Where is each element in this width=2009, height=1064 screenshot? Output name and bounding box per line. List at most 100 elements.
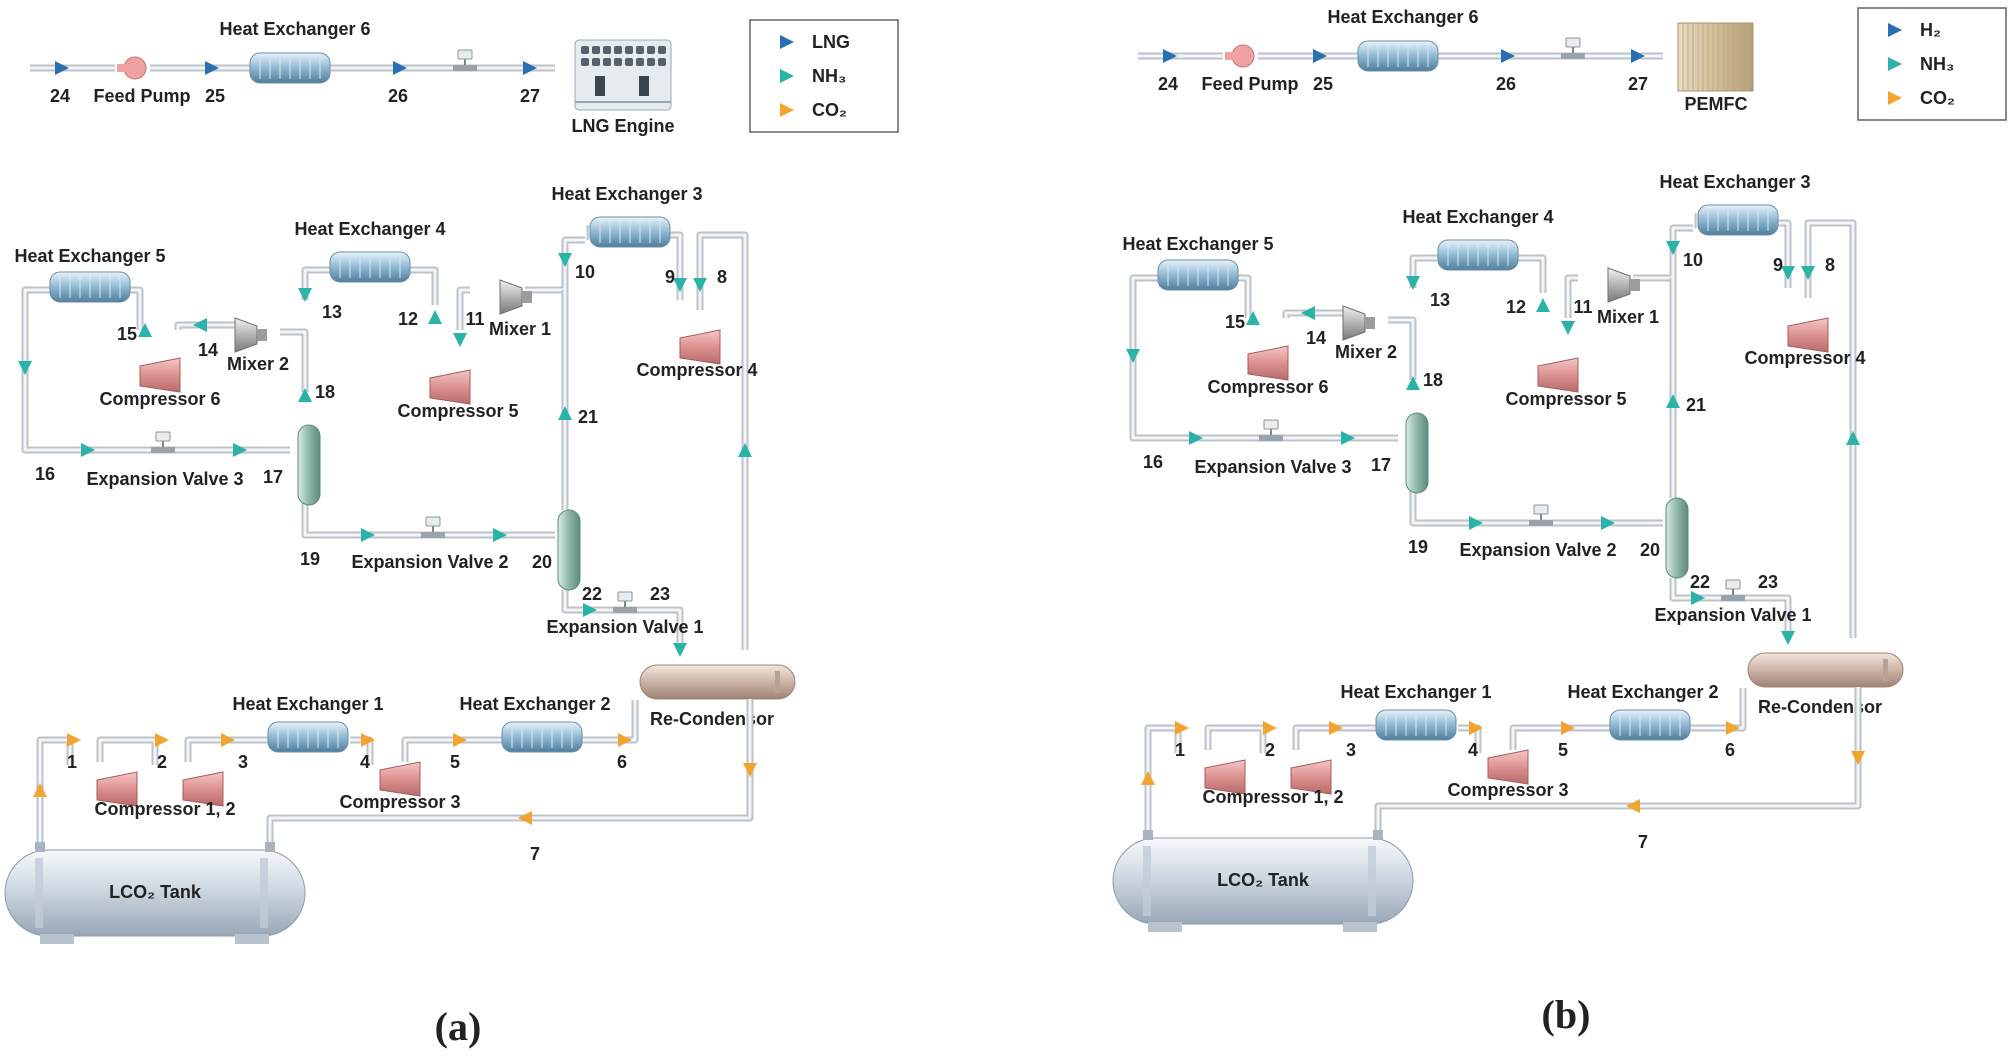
flow-arrow-icon <box>193 318 207 332</box>
flow-arrow-icon <box>1406 376 1420 390</box>
hx3-label: Heat Exchanger 3 <box>551 184 702 204</box>
co2-pipe <box>96 736 159 765</box>
hx5-label: Heat Exchanger 5 <box>1122 234 1273 254</box>
flow-arrow-icon <box>1329 721 1343 735</box>
stream-6-label: 6 <box>1725 740 1735 760</box>
mixer-icon <box>499 279 523 315</box>
stream-2-label: 2 <box>157 752 167 772</box>
stream-1-label: 1 <box>67 752 77 772</box>
nh3-pipe <box>696 231 749 650</box>
nh3-pipe <box>301 495 555 539</box>
flow-arrow-icon <box>453 733 467 747</box>
ev1-label: Expansion Valve 1 <box>546 617 703 637</box>
stream-1-label: 1 <box>1175 740 1185 760</box>
stream-18-label: 18 <box>315 382 335 402</box>
stream-19-label: 19 <box>300 549 320 569</box>
flow-arrow-icon <box>780 35 794 49</box>
engine-cylinder <box>625 46 633 54</box>
engine-cylinder <box>581 58 589 66</box>
flow-arrow-icon <box>1469 516 1483 530</box>
stream-17-label: 17 <box>263 467 283 487</box>
flow-arrow-icon <box>673 643 687 657</box>
hx1-label: Heat Exchanger 1 <box>1340 682 1491 702</box>
flow-arrow-icon <box>361 528 375 542</box>
engine-cylinder <box>636 58 644 66</box>
stream-12-label: 12 <box>398 309 418 329</box>
hx1-label: Heat Exchanger 1 <box>232 694 383 714</box>
nh3-pipe-core <box>1566 276 1578 318</box>
flow-arrow-icon <box>738 443 752 457</box>
re-condensor-icon <box>1747 652 1904 688</box>
nh3-pipe-core <box>176 323 240 330</box>
flow-arrow-icon <box>221 733 235 747</box>
stream-15-label: 15 <box>1225 312 1245 332</box>
tank-nozzle <box>35 842 45 852</box>
flow-arrow-icon <box>493 528 507 542</box>
nh3-pipe-core <box>698 233 747 650</box>
flow-arrow-icon <box>780 69 794 83</box>
fuel-device-label: LNG Engine <box>572 116 675 136</box>
stream-5-label: 5 <box>1558 740 1568 760</box>
flow-arrow-icon <box>1163 49 1177 63</box>
co2-pipe <box>1204 724 1267 753</box>
tank-nozzle <box>1143 830 1153 840</box>
engine-cylinder <box>658 58 666 66</box>
flow-arrow-icon <box>1313 49 1327 63</box>
lco2-tank-icon <box>1112 837 1414 925</box>
compressor-icon <box>182 771 224 807</box>
legend-label-0: H₂ <box>1920 20 1941 40</box>
stream-8-label: 8 <box>717 267 727 287</box>
tank-nozzle <box>265 842 275 852</box>
flow-arrow-icon <box>1126 349 1140 363</box>
hx4-label: Heat Exchanger 4 <box>294 219 445 239</box>
compressor-4-label: Compressor 4 <box>1744 348 1865 368</box>
flow-arrow-icon <box>205 61 219 75</box>
stream-3-label: 3 <box>238 752 248 772</box>
flow-arrow-icon <box>558 253 572 267</box>
flow-arrow-icon <box>583 603 597 617</box>
stream-11-label: 11 <box>1573 297 1592 317</box>
flow-arrow-icon <box>138 323 152 337</box>
stream-25-label: 25 <box>1313 74 1333 94</box>
flow-arrow-icon <box>1888 57 1902 71</box>
nh3-pipe <box>1804 219 1857 638</box>
tank-band <box>1143 846 1151 916</box>
legend-label-2: CO₂ <box>812 100 847 120</box>
pump-inlet <box>117 64 131 72</box>
stream-13-label: 13 <box>322 302 342 322</box>
hx5-label: Heat Exchanger 5 <box>14 246 165 266</box>
flow-arrow-icon <box>298 288 312 302</box>
nh3-pipe-core <box>458 288 470 330</box>
hx2-label: Heat Exchanger 2 <box>459 694 610 714</box>
stream-11-label: 11 <box>465 309 484 329</box>
engine-cylinder <box>603 58 611 66</box>
stream-7-label: 7 <box>1638 832 1648 852</box>
mixer-outlet <box>522 291 532 303</box>
mixer-icon <box>1607 267 1631 303</box>
co2-pipe-core <box>1294 726 1376 750</box>
stream-18-label: 18 <box>1423 370 1443 390</box>
engine-cylinder <box>647 46 655 54</box>
valve-actuator-icon <box>425 516 441 527</box>
stream-4-label: 4 <box>360 752 370 772</box>
valve-actuator-icon <box>457 49 473 60</box>
figure-caption: (a) <box>435 1004 482 1049</box>
co2-pipe-core <box>1690 688 1745 730</box>
re-condensor-label: Re-Condensor <box>1758 697 1882 717</box>
flow-arrow-icon <box>67 733 81 747</box>
nh3-pipe-core <box>303 268 330 300</box>
flow-arrow-icon <box>1501 49 1515 63</box>
compressor-icon <box>1204 759 1246 795</box>
flow-arrow-icon <box>1175 721 1189 735</box>
nh3-pipe-core <box>280 330 307 392</box>
re-condensor-icon <box>639 664 796 700</box>
tank-label: LCO₂ Tank <box>1217 870 1310 890</box>
flow-arrow-icon <box>393 61 407 75</box>
flow-arrow-icon <box>618 733 632 747</box>
flow-arrow-icon <box>361 733 375 747</box>
stream-4-label: 4 <box>1468 740 1478 760</box>
legend-box <box>749 19 899 133</box>
mixer-outlet <box>1365 317 1375 329</box>
compressor-3-label: Compressor 3 <box>1447 780 1568 800</box>
engine-cylinder <box>625 58 633 66</box>
